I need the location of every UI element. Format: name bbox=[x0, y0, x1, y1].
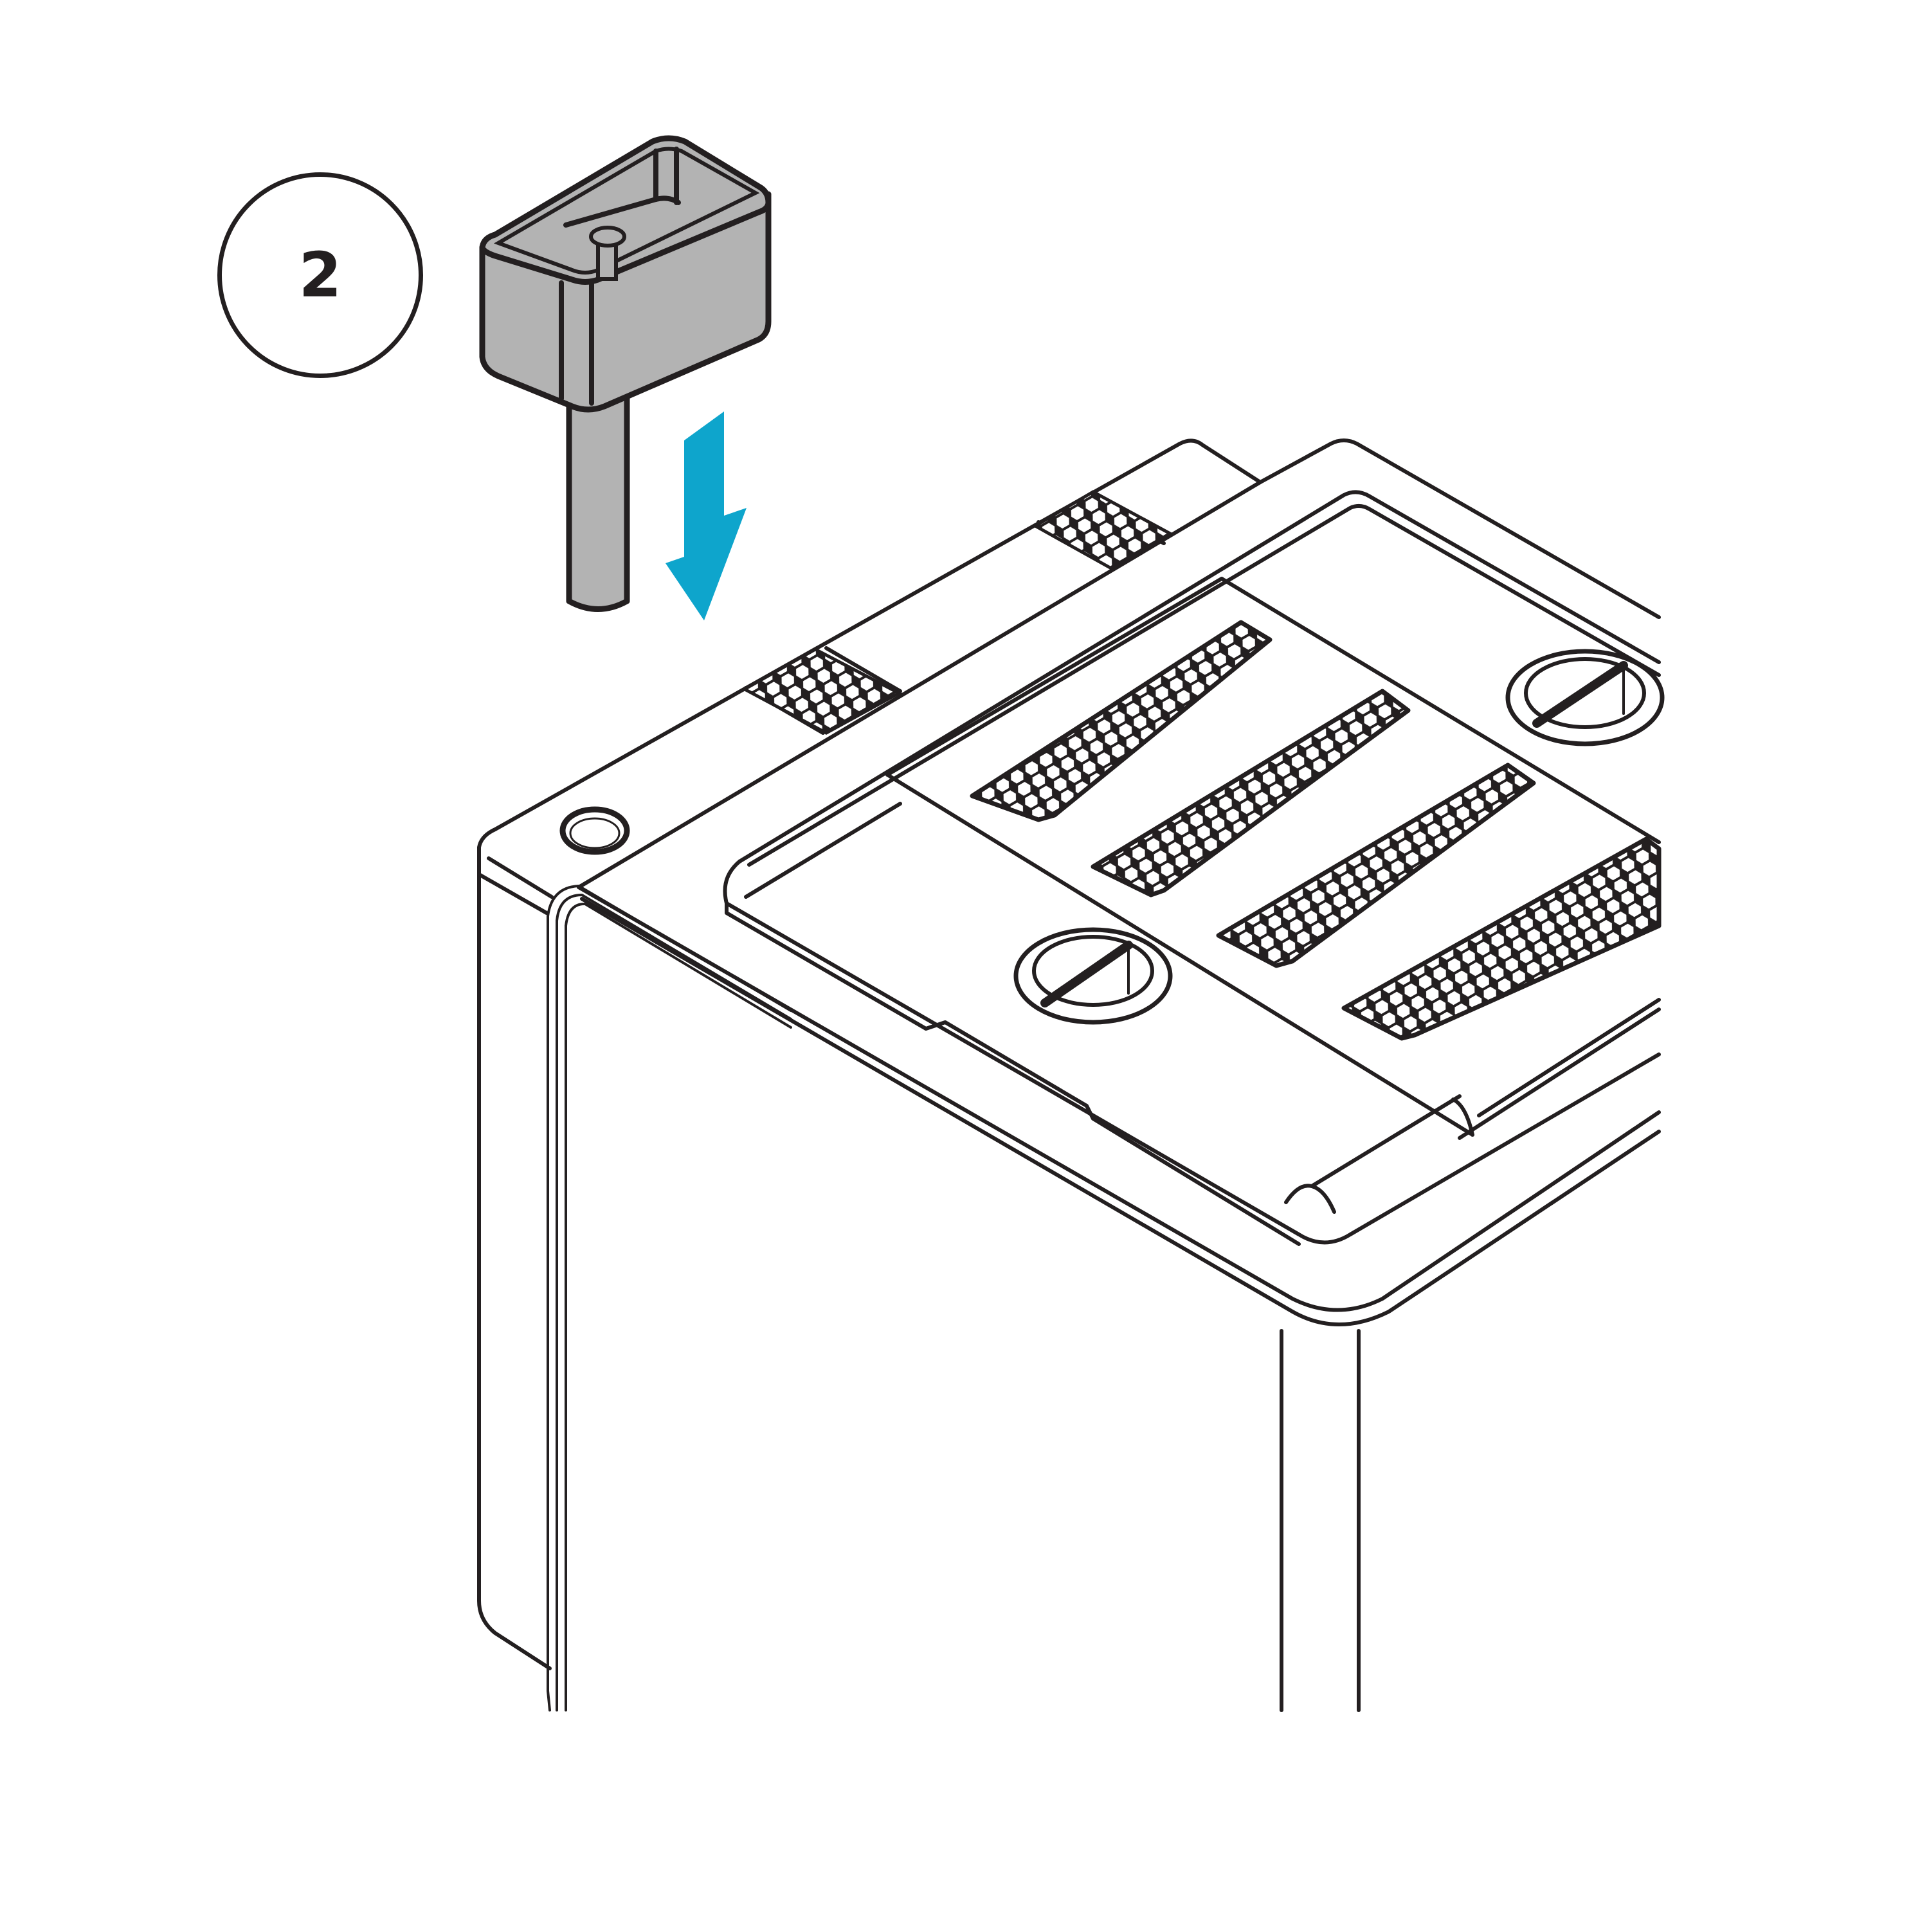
step-number-badge: 2 bbox=[217, 172, 423, 378]
vent-panel-4 bbox=[1341, 836, 1662, 1041]
vent-panel-1 bbox=[970, 620, 1272, 822]
small-mesh-patch-1 bbox=[741, 647, 903, 735]
vent-panel-3 bbox=[1216, 763, 1536, 968]
cup-peg-part bbox=[479, 135, 772, 612]
insert-direction-arrow[interactable] bbox=[666, 411, 747, 620]
twist-lock-back bbox=[1505, 649, 1665, 746]
twist-lock-front bbox=[1013, 927, 1173, 1025]
vent-panel-2 bbox=[1091, 689, 1411, 898]
unit-body bbox=[477, 438, 1661, 1712]
small-mesh-patch-2 bbox=[1031, 490, 1174, 571]
corner-socket-hole bbox=[559, 806, 630, 855]
step-number: 2 bbox=[298, 239, 342, 311]
lid bbox=[723, 490, 1661, 1246]
